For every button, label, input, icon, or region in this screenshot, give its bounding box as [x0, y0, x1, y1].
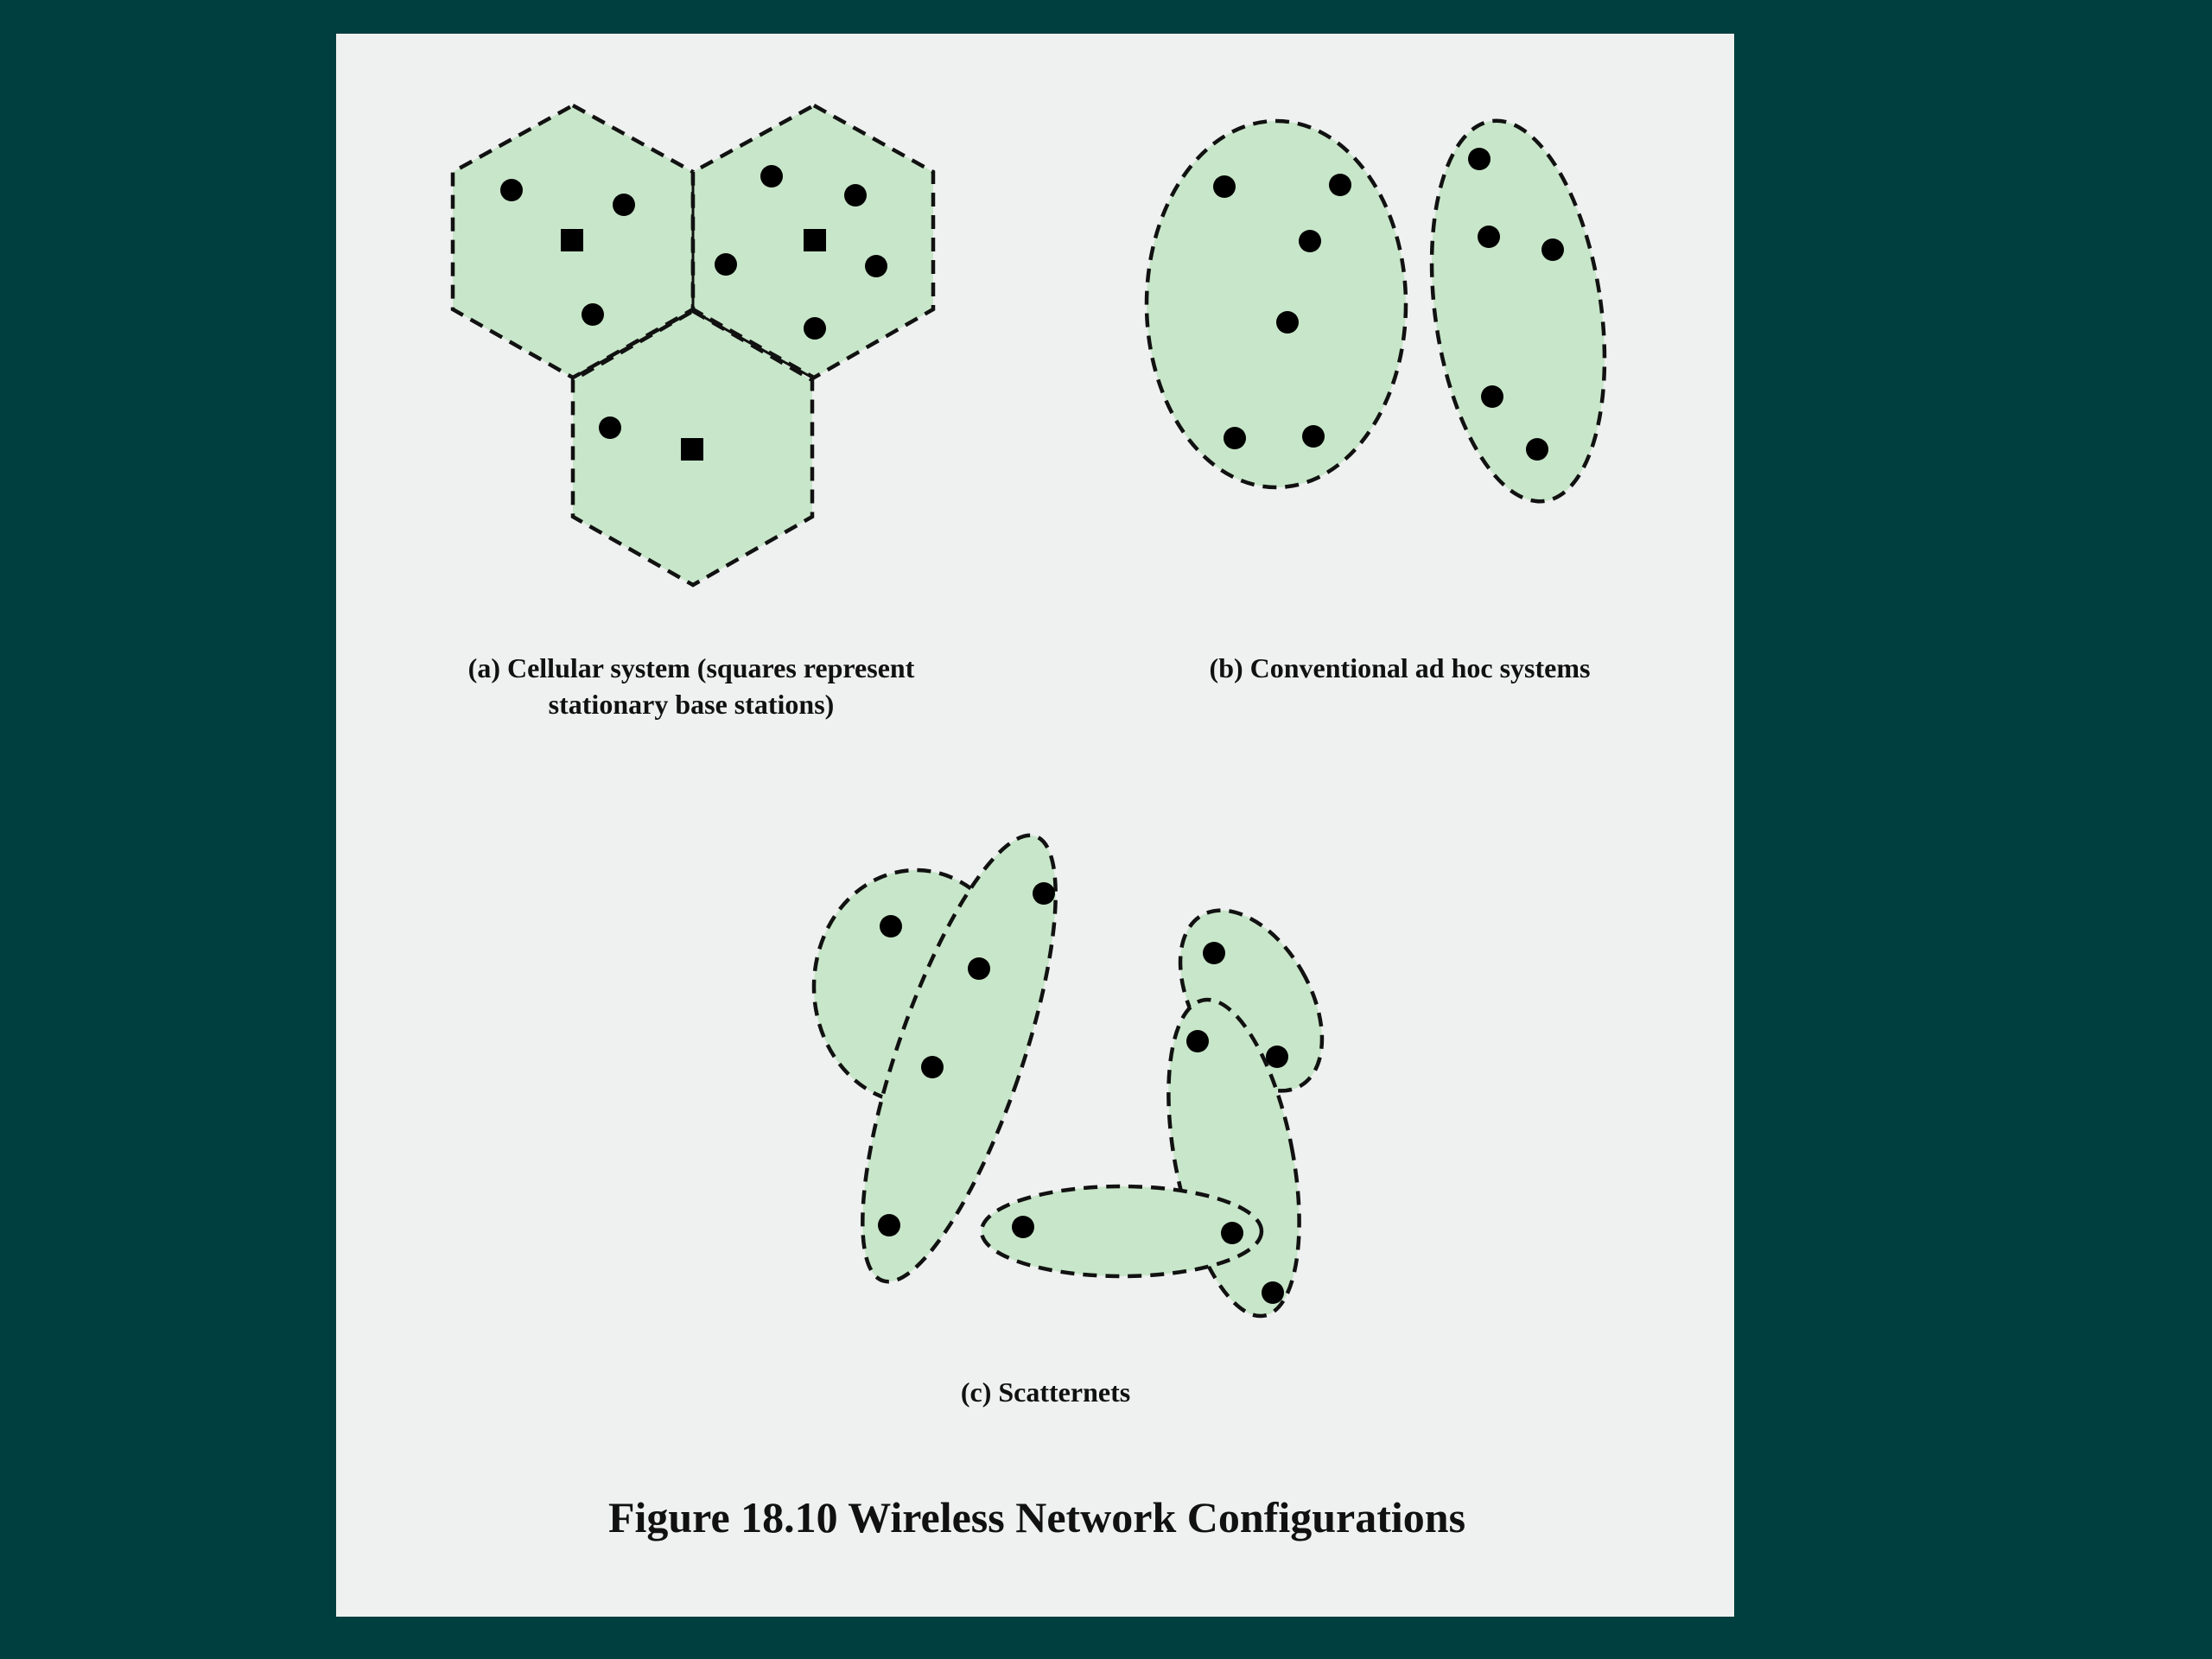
scatternet-node	[921, 1056, 944, 1078]
scatternet-node	[1203, 942, 1225, 964]
scatternet-diagram	[811, 833, 1325, 1319]
ad-hoc-group	[1144, 118, 1408, 490]
ad-hoc-group	[1429, 118, 1607, 504]
caption-scatternets: (c) Scatternets	[916, 1374, 1175, 1410]
mobile-node	[500, 179, 523, 201]
piconet	[979, 1184, 1264, 1279]
caption-line: stationary base stations)	[548, 689, 835, 720]
piconet	[861, 833, 1058, 1284]
ad-hoc-node	[1224, 427, 1246, 449]
mobile-node	[613, 194, 635, 216]
ad-hoc-node	[1541, 238, 1564, 261]
cellular-system-diagram	[450, 103, 936, 588]
mobile-node	[865, 255, 887, 277]
base-station-marker	[804, 229, 826, 251]
mobile-node	[804, 317, 826, 340]
scatternet-node	[880, 915, 902, 938]
caption-ad-hoc-systems: (b) Conventional ad hoc systems	[1149, 650, 1650, 686]
ad-hoc-node	[1276, 311, 1299, 334]
base-station-marker	[561, 229, 583, 251]
mobile-node	[599, 416, 621, 439]
ad-hoc-node	[1468, 148, 1491, 170]
ad-hoc-node	[1299, 230, 1321, 252]
ad-hoc-node	[1526, 438, 1548, 461]
caption-cellular-system: (a) Cellular system (squares represent s…	[410, 650, 972, 722]
ad-hoc-node	[1329, 174, 1351, 196]
mobile-node	[844, 184, 867, 207]
caption-line: (a) Cellular system (squares represent	[467, 652, 915, 683]
ad-hoc-diagram	[1144, 118, 1607, 504]
mobile-node	[715, 253, 737, 276]
ad-hoc-node	[1478, 226, 1500, 248]
caption-line: (b) Conventional ad hoc systems	[1209, 652, 1591, 683]
ad-hoc-node	[1302, 425, 1325, 448]
scatternet-node	[1186, 1030, 1209, 1052]
scatternet-node	[1033, 882, 1055, 905]
ad-hoc-node	[1481, 385, 1503, 408]
scatternet-node	[1262, 1281, 1284, 1304]
mobile-node	[582, 303, 604, 326]
ad-hoc-node	[1213, 175, 1236, 198]
scatternet-node	[878, 1214, 900, 1236]
scatternet-node	[968, 957, 990, 980]
cell-shared-border	[572, 309, 813, 379]
figure-title: Figure 18.10 Wireless Network Configurat…	[607, 1493, 1466, 1541]
base-station-marker	[681, 438, 703, 461]
scatternet-node	[1012, 1216, 1034, 1238]
mobile-node	[760, 165, 783, 188]
caption-line: (c) Scatternets	[960, 1376, 1131, 1408]
scatternet-node	[1221, 1222, 1243, 1244]
scatternet-node	[1266, 1046, 1288, 1068]
